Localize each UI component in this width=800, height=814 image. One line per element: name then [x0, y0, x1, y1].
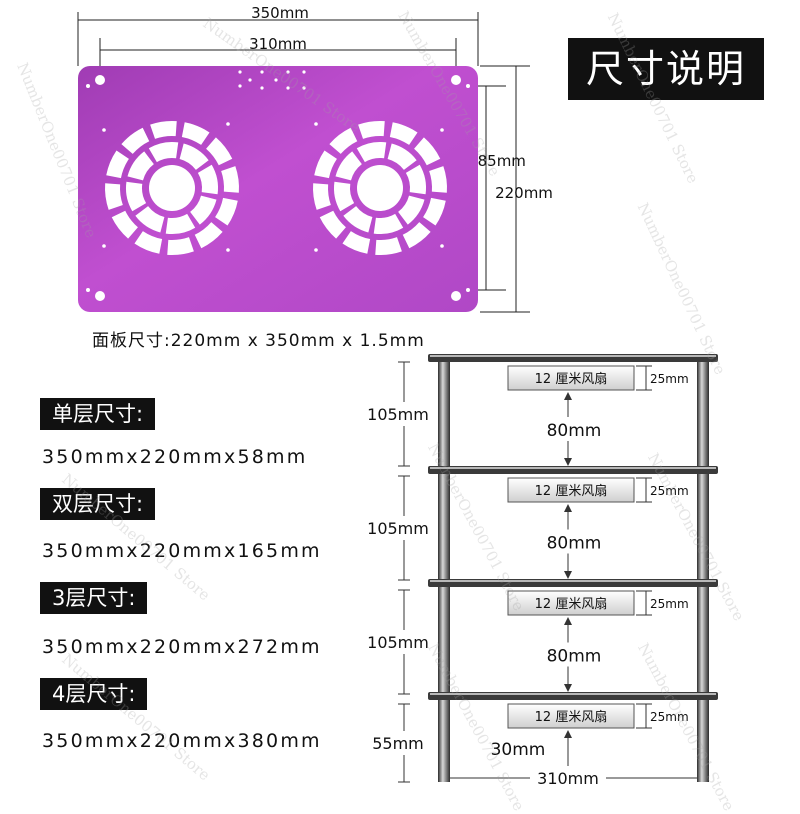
- gap-label-bg: [540, 642, 610, 667]
- spec-value-2: 350mmx220mmx165mm: [42, 540, 322, 562]
- panel-holes: [86, 70, 470, 301]
- purple-panel: [78, 66, 478, 312]
- gap-arrow-head: [564, 392, 572, 400]
- bottom-width-label: 310mm: [537, 769, 599, 788]
- mounting-hole: [238, 70, 242, 74]
- fan-height-label: 25mm: [650, 597, 689, 611]
- panel-height-total-label: 220mm: [495, 184, 553, 202]
- mounting-hole: [440, 128, 444, 132]
- fan-box-label: 12 厘米风扇: [535, 709, 608, 725]
- panel-caption: 面板尺寸:220mm x 350mm x 1.5mm: [92, 331, 425, 351]
- mounting-hole: [451, 291, 461, 301]
- layer-dim-label: 105mm: [367, 405, 429, 424]
- layer-dim-label-bg: [360, 731, 436, 755]
- gap-arrow-head: [564, 730, 572, 738]
- rack-shelf-highlight: [430, 355, 716, 357]
- panel-width-holes-label: 310mm: [249, 35, 307, 53]
- spec-label-1: 单层尺寸:: [40, 398, 156, 430]
- layer-dim-label-bg: [360, 630, 436, 654]
- mounting-hole: [302, 70, 306, 74]
- mounting-hole: [95, 75, 105, 85]
- fan-grille-cutout: [313, 121, 447, 255]
- fan-height-label: 25mm: [650, 710, 689, 724]
- layer-dim-label: 105mm: [367, 519, 429, 538]
- spec-label-2: 双层尺寸:: [40, 488, 156, 520]
- layer-dim-label-bg: [360, 402, 436, 426]
- gap-label: 80mm: [547, 421, 602, 441]
- rack-shelf-highlight: [430, 693, 716, 695]
- gap-arrow-head: [564, 617, 572, 625]
- gap-arrow-head: [564, 504, 572, 512]
- mounting-hole: [248, 78, 252, 82]
- layer-dim-label-bg: [360, 516, 436, 540]
- fan-box-label: 12 厘米风扇: [535, 371, 608, 387]
- rack-pole-left: [438, 362, 450, 782]
- spec-value-3: 350mmx220mmx272mm: [42, 636, 322, 658]
- fan-box: [507, 477, 635, 503]
- mounting-hole: [260, 86, 264, 90]
- panel-fan-cutouts: [105, 120, 447, 255]
- panel-height-holes-label: 185mm: [468, 152, 526, 170]
- spec-value-1: 350mmx220mmx58mm: [42, 446, 308, 468]
- mounting-hole: [86, 84, 90, 88]
- mounting-hole: [451, 75, 461, 85]
- panel-dim-lines: [77, 12, 530, 313]
- mounting-hole: [226, 248, 230, 252]
- gap-label: 80mm: [547, 534, 602, 554]
- spec-label-3: 3层尺寸:: [40, 582, 148, 614]
- fan-box: [507, 703, 635, 729]
- mounting-hole: [102, 244, 106, 248]
- gap-arrow-head: [564, 458, 572, 466]
- rack-shelf-highlight: [430, 467, 716, 469]
- mounting-hole: [302, 86, 306, 90]
- rack-diagram: 12 厘米风扇 25mm 80mm 12 厘米风扇 25mm 80mm 12 厘米风扇 25m…: [360, 354, 718, 790]
- rack-pole-right: [697, 362, 709, 782]
- fan-box: [507, 365, 635, 391]
- mounting-hole: [286, 70, 290, 74]
- fan-box-label: 12 厘米风扇: [535, 483, 608, 499]
- bottom-gap-label-bg: [486, 738, 550, 760]
- layer-dim-label: 55mm: [372, 734, 424, 753]
- rack-shelf-highlight: [430, 580, 716, 582]
- mounting-hole: [86, 288, 90, 292]
- layer-dim-label: 105mm: [367, 633, 429, 652]
- fan-height-label: 25mm: [650, 484, 689, 498]
- mounting-hole: [286, 86, 290, 90]
- bottom-gap-label: 30mm: [491, 740, 546, 760]
- mounting-hole: [95, 291, 105, 301]
- mounting-hole: [102, 128, 106, 132]
- mounting-hole: [440, 244, 444, 248]
- spec-label-4: 4层尺寸:: [40, 678, 148, 710]
- panel-width-total-label: 350mm: [251, 4, 309, 22]
- mounting-hole: [466, 288, 470, 292]
- spec-value-4: 350mmx220mmx380mm: [42, 730, 322, 752]
- fan-height-label: 25mm: [650, 372, 689, 386]
- mounting-hole: [274, 78, 278, 82]
- gap-label: 80mm: [547, 647, 602, 667]
- page-title: 尺寸说明: [568, 38, 764, 100]
- fan-box-label: 12 厘米风扇: [535, 596, 608, 612]
- mounting-hole: [260, 70, 264, 74]
- gap-arrow-head: [564, 571, 572, 579]
- mounting-hole: [314, 248, 318, 252]
- fan-box: [507, 590, 635, 616]
- gap-arrow-head: [564, 684, 572, 692]
- gap-label-bg: [540, 529, 610, 554]
- gap-label-bg: [540, 417, 610, 441]
- mounting-hole: [466, 84, 470, 88]
- mounting-hole: [314, 122, 318, 126]
- mounting-hole: [226, 122, 230, 126]
- bottom-width-label-bg: [530, 766, 606, 790]
- fan-grille-cutout: [105, 120, 239, 255]
- mounting-hole: [238, 84, 242, 88]
